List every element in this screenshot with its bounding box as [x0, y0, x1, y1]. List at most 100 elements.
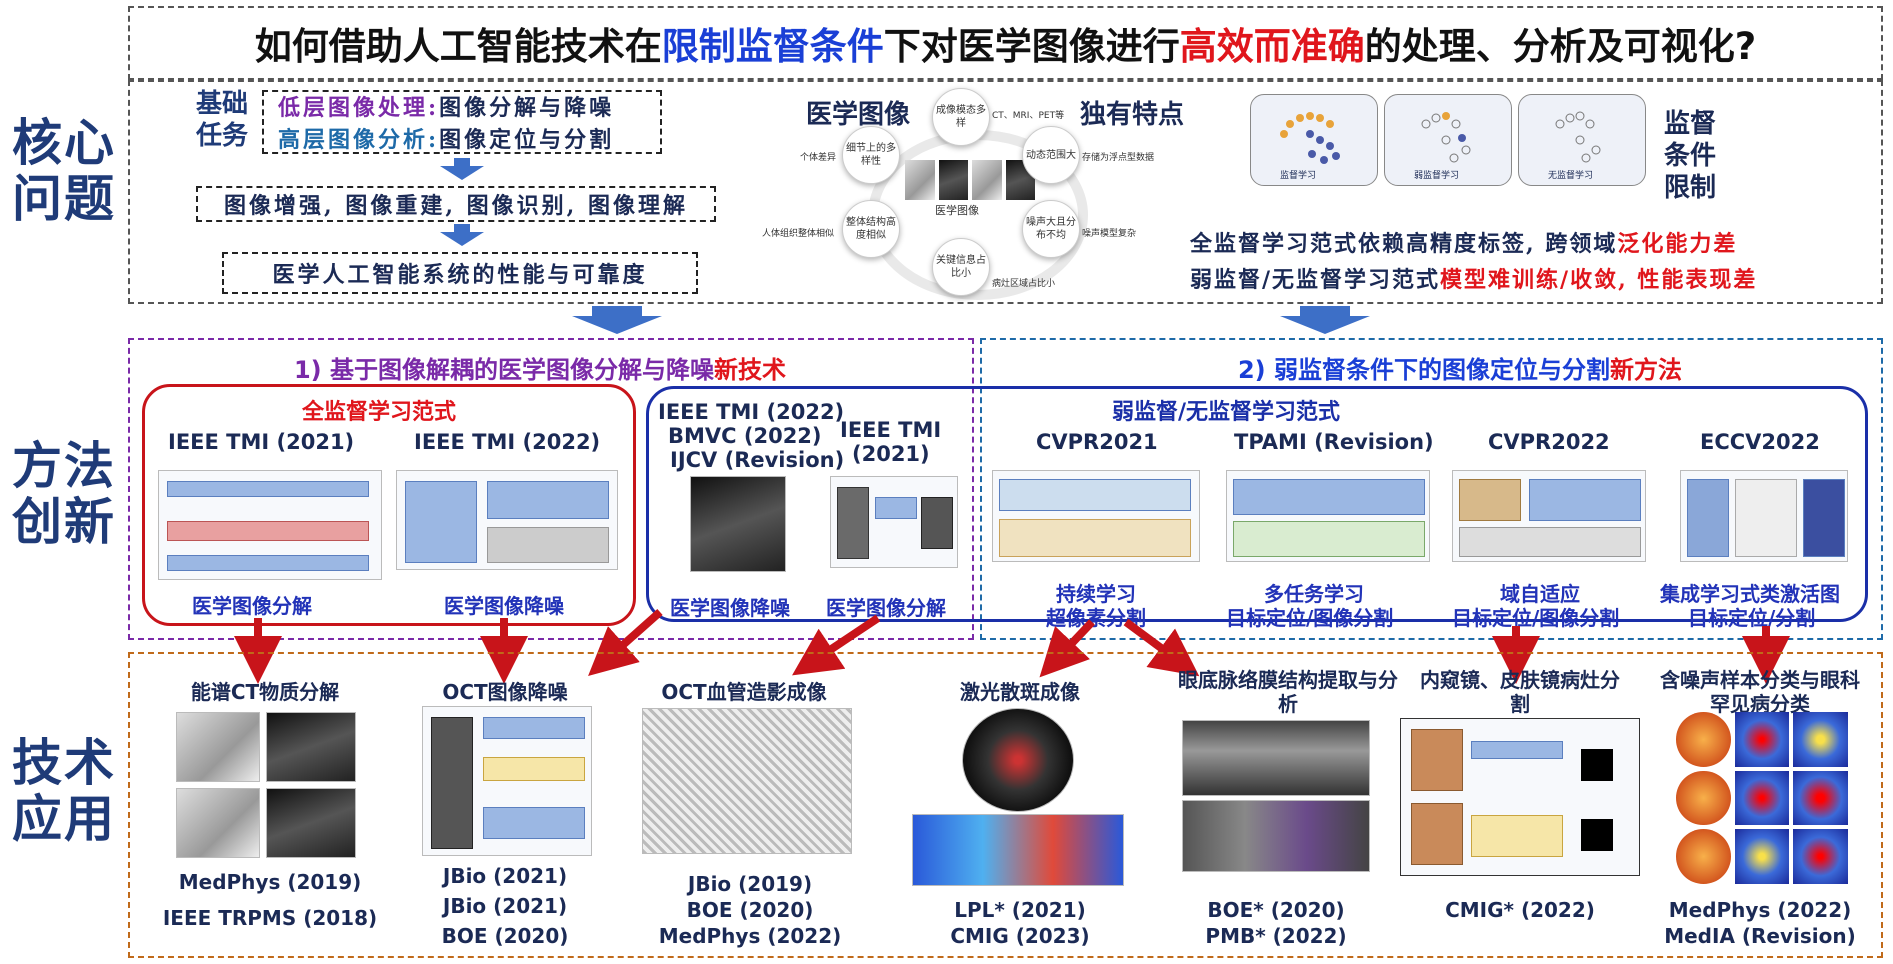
app-image-ct-2	[266, 712, 356, 782]
full-sup-label: 全监督学习范式	[302, 400, 457, 425]
app-title-fundus: 含噪声样本分类与眼科罕见病分类	[1660, 668, 1860, 716]
app-title-octa: OCT血管造影成像	[661, 680, 827, 704]
down-arrow-1	[440, 158, 484, 180]
tech-decomposition-2: 医学图像分解	[826, 596, 946, 620]
app-image-ct-4	[266, 788, 356, 858]
down-arrow-2	[440, 224, 484, 246]
app-pub-octa-2: BOE (2020)	[686, 898, 814, 922]
app-title-choroid: 眼底脉络膜结构提取与分析	[1178, 668, 1398, 716]
weakly-supervised-panel	[1384, 94, 1512, 186]
app-pub-oct-denoise-2: JBio (2021)	[442, 894, 568, 918]
method-right-header: 2) 弱监督条件下的图像定位与分割新方法	[1237, 356, 1683, 384]
app-title-laser: 激光散斑成像	[960, 680, 1080, 704]
main-title: 如何借助人工智能技术在限制监督条件下对医学图像进行高效而准确的处理、分析及可视化…	[128, 6, 1883, 80]
pub-cvpr2022: CVPR2022	[1488, 430, 1610, 454]
feature-dynamic-range: 动态范围大	[1022, 126, 1080, 184]
basic-task-box: 低层图像处理:图像分解与降噪 高层图像分析:图像定位与分割	[262, 90, 662, 154]
network-thumb-2	[396, 470, 618, 570]
medical-thumbnails	[905, 160, 1035, 200]
network-thumb-4	[830, 476, 958, 568]
feature-modality: 成像模态多样	[932, 88, 990, 146]
app-pub-octa-3: MedPhys (2022)	[658, 924, 842, 948]
network-thumb-3	[690, 476, 786, 572]
app-pub-oct-denoise-3: BOE (2020)	[441, 924, 569, 948]
app-image-fundus	[1676, 712, 1848, 884]
section-label-core: 核心问题	[12, 114, 116, 228]
app-image-ct-1	[176, 712, 260, 782]
feature-detail: 细节上的多样性	[842, 126, 900, 184]
app-pub-ct-1: MedPhys (2019)	[178, 870, 362, 894]
tech-multitask: 多任务学习	[1264, 582, 1364, 606]
tech-domain-adapt: 域自适应	[1500, 582, 1580, 606]
app-pub-oct-denoise-1: JBio (2021)	[442, 864, 568, 888]
network-thumb-6	[1226, 470, 1430, 562]
tech-continual-learning: 持续学习	[1056, 582, 1136, 606]
feature-note-structure: 人体组织整体相似	[762, 229, 835, 239]
network-thumb-7	[1452, 470, 1646, 562]
feature-note-modality: CT、MRI、PET等	[992, 111, 1065, 121]
app-image-laser-main	[962, 708, 1074, 812]
tech-localization-1: 目标定位/图像分割	[1226, 606, 1394, 630]
app-pub-ct-2: IEEE TRPMS (2018)	[162, 906, 378, 930]
application-region	[128, 652, 1883, 958]
tech-ensemble-cam: 集成学习式类激活图	[1660, 582, 1840, 606]
tech-decomposition-1: 医学图像分解	[192, 594, 312, 618]
app-image-laser-maps	[912, 814, 1124, 886]
weak-sup-label: 弱监督/无监督学习范式	[1112, 400, 1341, 425]
network-thumb-8	[1680, 470, 1848, 562]
app-pub-laser-2: CMIG (2023)	[950, 924, 1090, 948]
weak-supervision-box	[646, 386, 1868, 622]
method-left-header: 1) 基于图像解耦的医学图像分解与降噪新技术	[293, 356, 787, 384]
app-pub-endoscopy-1: CMIG* (2022)	[1445, 898, 1595, 922]
app-image-oct-denoise	[422, 706, 592, 856]
network-thumb-5	[992, 470, 1200, 562]
pub-tmi-2022-b: IEEE TMI (2022)	[658, 400, 845, 424]
chain-box: 图像增强, 图像重建, 图像识别, 图像理解	[196, 186, 716, 222]
app-title-ct: 能谱CT物质分解	[190, 680, 340, 704]
app-pub-fundus-1: MedPhys (2022)	[1668, 898, 1852, 922]
app-image-endoscopy	[1400, 718, 1640, 876]
method-left-region	[128, 338, 974, 640]
supervision-title: 监督条件限制	[1664, 109, 1717, 203]
tech-localization-3: 目标定位/分割	[1688, 606, 1816, 630]
pub-tmi-2021-b-year: (2021)	[852, 442, 930, 466]
supervision-line-1: 全监督学习范式依赖高精度标签, 跨领域泛化能力差	[1190, 231, 1738, 257]
supervision-dots	[1280, 111, 1601, 164]
feature-note-dynamic: 存储为浮点型数据	[1082, 153, 1155, 163]
pub-ijcv: IJCV (Revision)	[670, 448, 845, 472]
app-pub-choroid-1: BOE* (2020)	[1207, 898, 1345, 922]
pub-tpami: TPAMI (Revision)	[1234, 430, 1434, 454]
feature-center: 医学图像	[935, 204, 979, 217]
feature-key-info: 关键信息占比小	[932, 238, 990, 296]
app-title-oct-denoise: OCT图像降噪	[442, 680, 568, 704]
tech-denoise-1: 医学图像降噪	[444, 594, 564, 618]
pub-cvpr2021: CVPR2021	[1036, 430, 1158, 454]
basic-task-label: 基础任务	[196, 89, 249, 151]
app-pub-fundus-2: MedIA (Revision)	[1664, 924, 1856, 948]
section-label-application: 技术应用	[12, 734, 116, 848]
weak-caption: 弱监督学习	[1414, 171, 1460, 181]
tech-localization-2: 目标定位/图像分割	[1452, 606, 1620, 630]
unique-features-label: 独有特点	[1080, 100, 1185, 130]
supervised-caption: 监督学习	[1280, 171, 1317, 181]
app-pub-laser-1: LPL* (2021)	[954, 898, 1086, 922]
tech-denoise-2: 医学图像降噪	[670, 596, 790, 620]
method-right-region	[980, 338, 1883, 640]
goal-box: 医学人工智能系统的性能与可靠度	[222, 252, 698, 294]
unsupervised-panel	[1518, 94, 1646, 186]
core-region	[128, 80, 1883, 304]
app-title-endoscopy: 内窥镜、皮肤镜病灶分割	[1420, 668, 1620, 716]
feature-note-noise: 噪声模型复杂	[1082, 229, 1137, 239]
app-image-choroid-maps	[1182, 800, 1370, 872]
supervised-panel	[1250, 94, 1378, 186]
medical-image-label: 医学图像	[806, 100, 911, 130]
app-image-choroid-oct	[1182, 720, 1370, 796]
feature-noise: 噪声大且分布不均	[1022, 200, 1080, 258]
pub-tmi-2021-b: IEEE TMI	[840, 418, 942, 442]
method-arrow-right	[1280, 306, 1370, 334]
feature-structure: 整体结构高度相似	[842, 200, 900, 258]
unsupervised-caption: 无监督学习	[1548, 171, 1594, 181]
pub-eccv2022: ECCV2022	[1700, 430, 1820, 454]
feature-note-key: 病灶区域占比小	[992, 279, 1056, 289]
supervision-line-2: 弱监督/无监督学习范式模型难训练/收敛, 性能表现差	[1190, 267, 1758, 293]
